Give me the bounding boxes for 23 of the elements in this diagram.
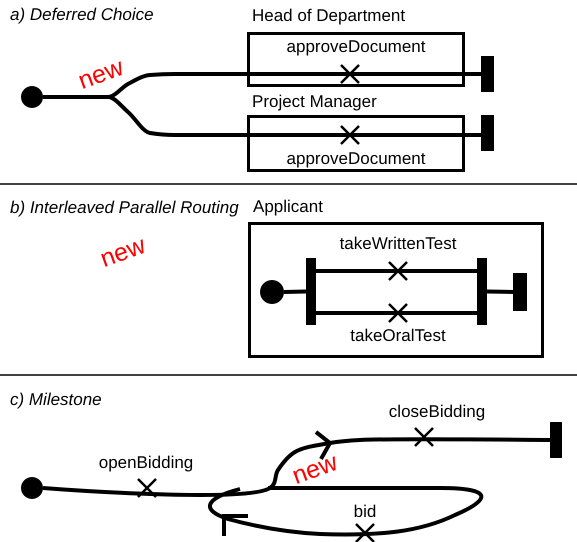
lane-heading: Head of Department (252, 7, 406, 26)
activity-label: closeBidding (388, 402, 486, 422)
bar-node (481, 115, 494, 151)
bar-node (306, 258, 316, 325)
section-heading: c) Milestone (10, 390, 102, 410)
bar-node (481, 56, 494, 92)
start-node (21, 86, 43, 108)
bar-node (550, 422, 562, 458)
bar-node (477, 258, 487, 325)
section-heading: a) Deferred Choice (10, 5, 154, 25)
annotation: new (74, 53, 128, 96)
activity-label: openBidding (98, 453, 194, 473)
lane-heading: Applicant (253, 198, 323, 217)
lane-heading: Project Manager (252, 93, 377, 112)
annotation: new (288, 448, 342, 491)
activity-label: approveDocument (286, 38, 426, 57)
section-heading: b) Interleaved Parallel Routing (10, 198, 240, 218)
start-node (260, 280, 284, 304)
activity-label: approveDocument (286, 150, 426, 169)
start-node (21, 477, 43, 499)
activity-label: bid (354, 502, 376, 522)
annotation: new (96, 231, 150, 274)
bar-node (513, 273, 527, 311)
